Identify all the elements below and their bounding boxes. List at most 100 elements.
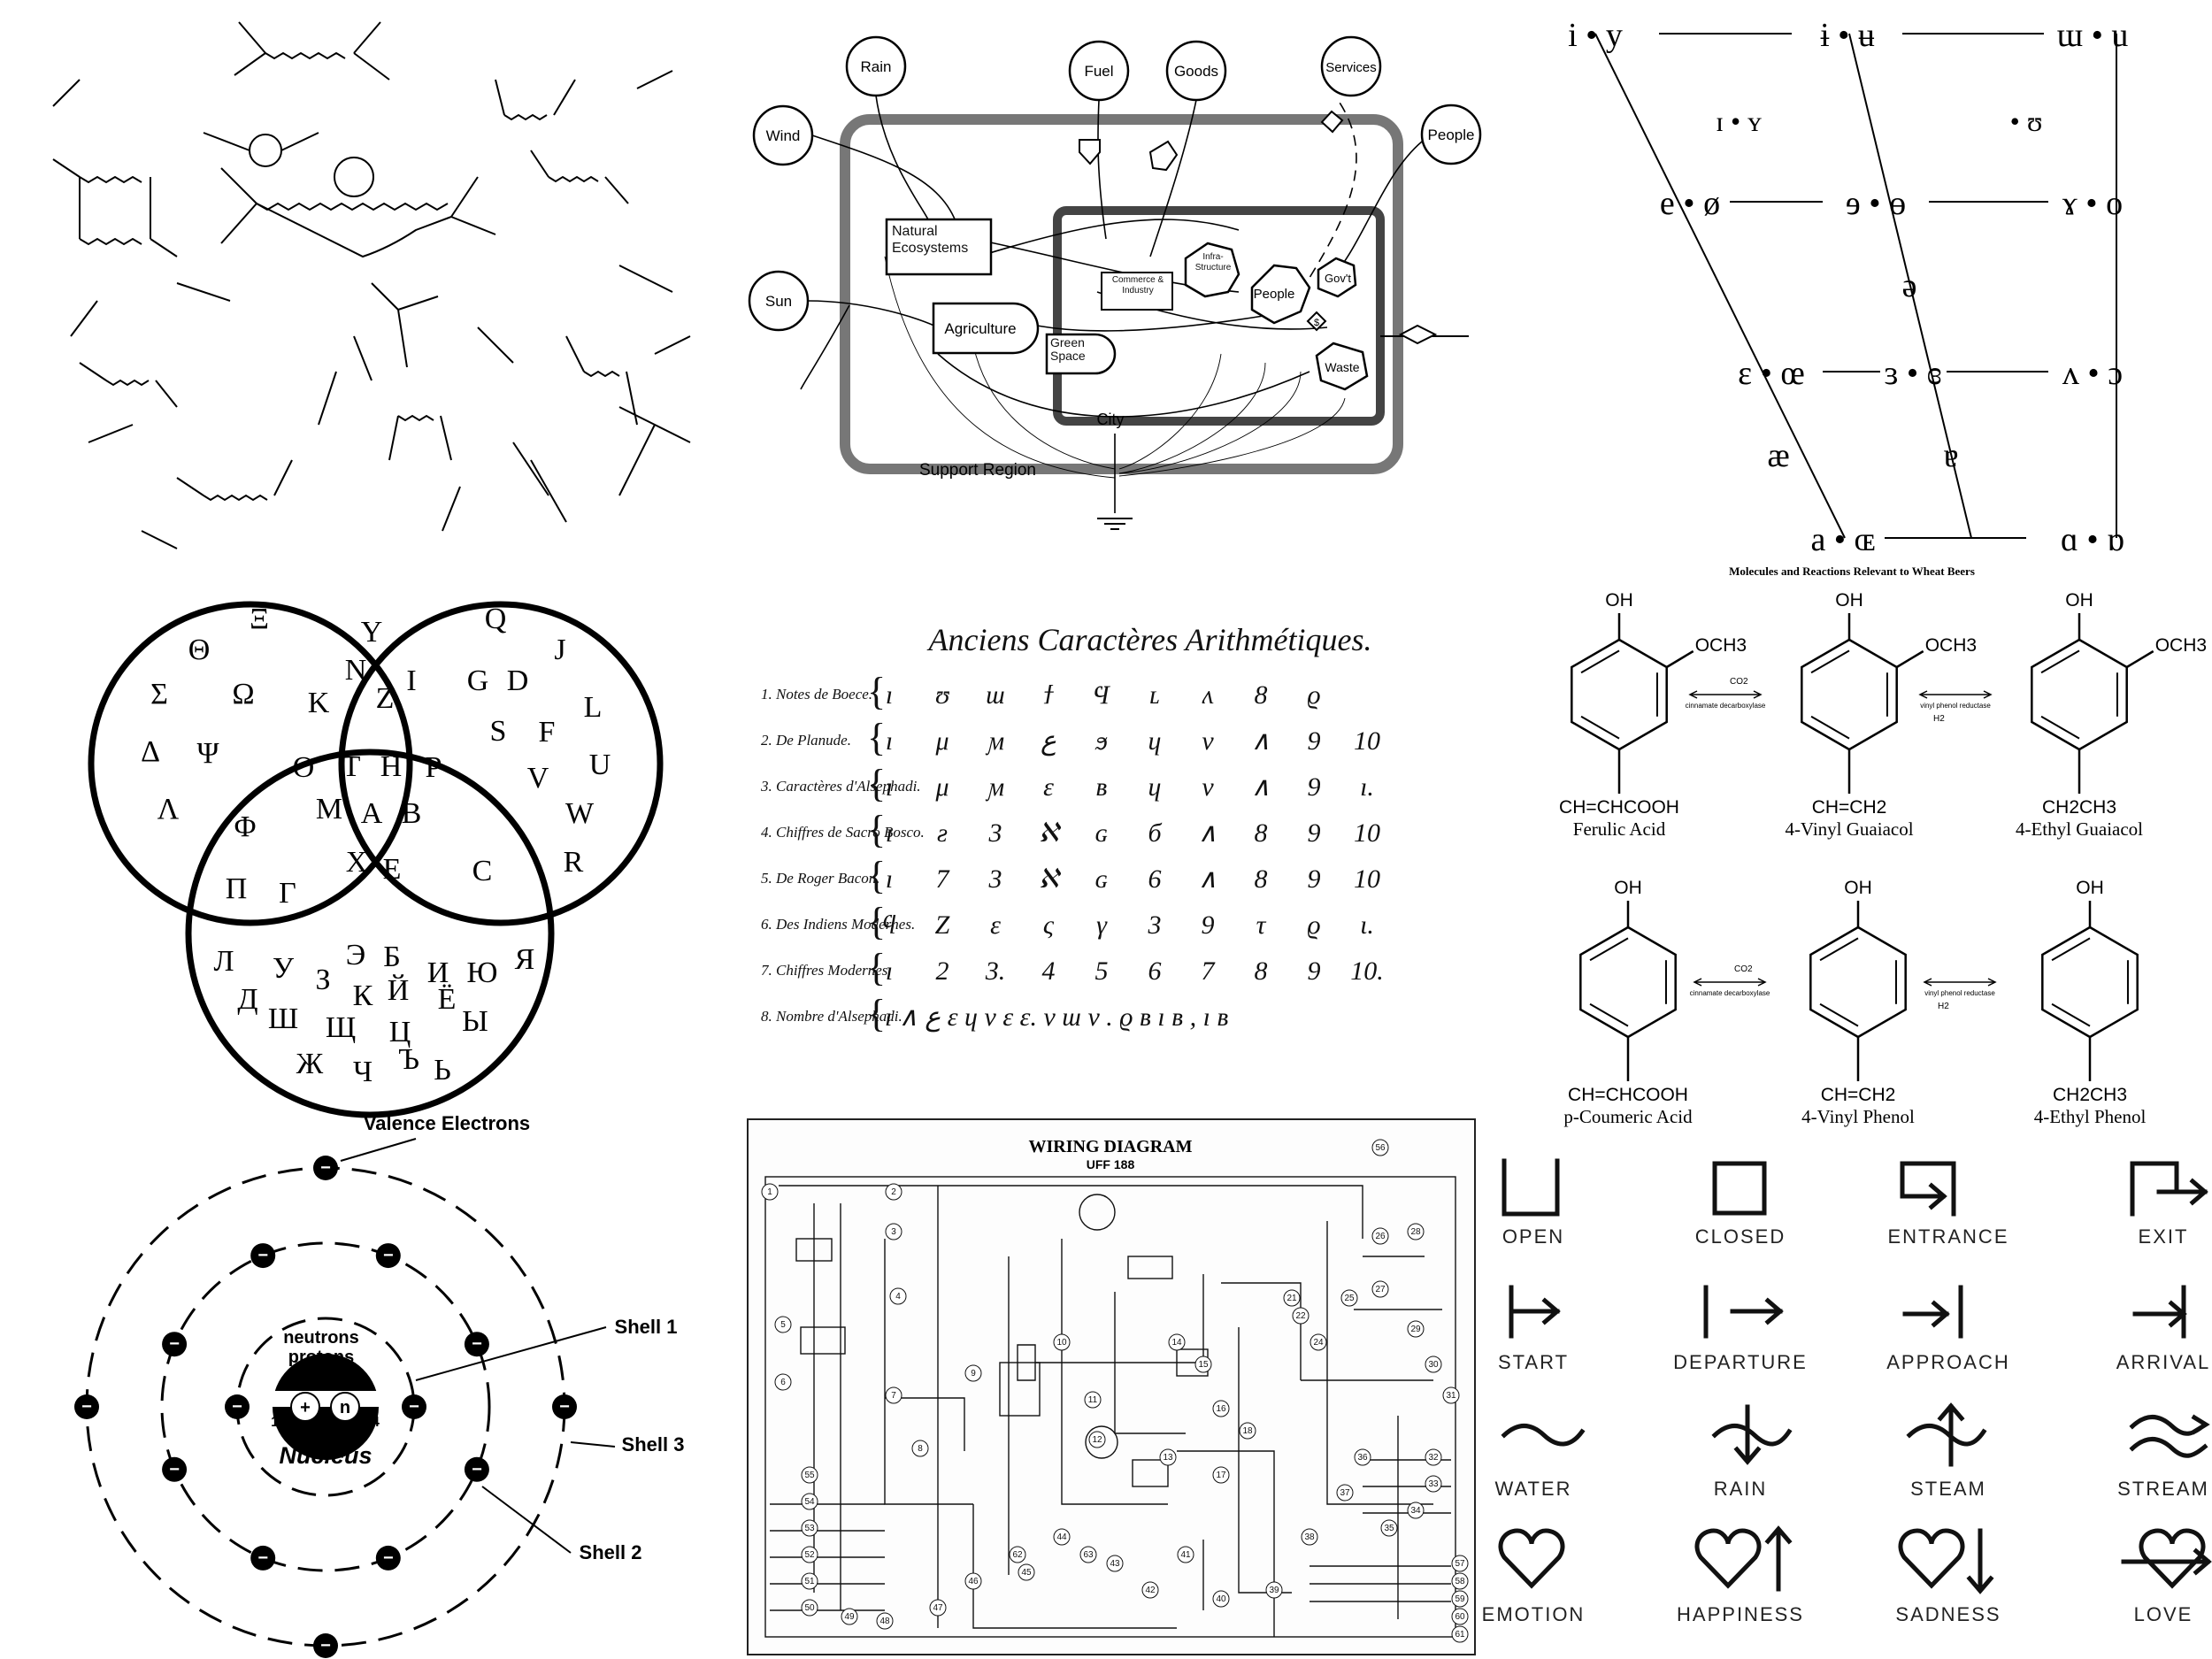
- wiring-node: [1407, 1223, 1425, 1240]
- natural-ecosystems-label: Natural Ecosystems: [892, 224, 969, 256]
- oh-label: OH: [1605, 590, 1633, 611]
- shell-2: [160, 1241, 491, 1572]
- venn-letter: Э: [346, 939, 365, 972]
- venn-letter: Я: [515, 943, 535, 976]
- people-node-label: People: [1254, 287, 1295, 302]
- arith-brace: {: [867, 900, 886, 943]
- h2-label: H2: [1938, 1002, 1949, 1011]
- benzene-ring: [1809, 926, 1907, 1039]
- arith-glyph: ʌ: [1202, 680, 1214, 710]
- co2-label: CO2: [1730, 677, 1748, 687]
- valence-label: Valence Electrons: [364, 1112, 530, 1134]
- venn-letter: H: [380, 750, 403, 783]
- vowel-row5-central: ɜ • ɞ: [1884, 355, 1941, 392]
- arith-glyph: ℵ: [1039, 864, 1062, 894]
- entrance-icon: [1900, 1161, 1956, 1217]
- wiring-number: 38: [1304, 1532, 1315, 1542]
- infrastructure-label: Infra-Structure: [1194, 252, 1232, 273]
- venn-letter: I: [406, 664, 416, 697]
- agriculture-label: Agriculture: [944, 320, 1016, 337]
- arith-glyph: б: [1148, 818, 1162, 848]
- symbol-label: DEPARTURE: [1673, 1351, 1808, 1373]
- vowel-row1-front: i • y: [1568, 17, 1623, 54]
- rain-label: Rain: [861, 58, 892, 75]
- arith-glyph: ɯ: [986, 680, 1005, 710]
- wiring-node: [1451, 1625, 1469, 1643]
- venn-letter: Ъ: [398, 1043, 419, 1076]
- wiring-number: 37: [1340, 1488, 1350, 1498]
- arith-glyph: ɥ: [1148, 772, 1162, 802]
- benzene-ring: [1571, 638, 1668, 751]
- venn-letter: Z: [376, 682, 395, 715]
- emotion-icon: [1498, 1528, 1565, 1589]
- wiring-number: 14: [1171, 1338, 1182, 1348]
- arith-row-label: 7. Chiffres Modernes.: [761, 962, 892, 979]
- venn-letter: Б: [383, 941, 401, 973]
- wiring-node: [889, 1287, 907, 1305]
- wiring-number: 62: [1012, 1550, 1023, 1560]
- venn-letter: Ω: [232, 678, 254, 710]
- electron-sign: −: [409, 1397, 419, 1417]
- wiring-number: 49: [844, 1612, 855, 1622]
- symbol-label: STREAM: [2117, 1478, 2209, 1500]
- molecule-name: p-Coumeric Acid: [1563, 1106, 1693, 1127]
- venn-letter: W: [565, 797, 595, 830]
- wiring-node: [1053, 1333, 1071, 1351]
- venn-letter: И: [427, 956, 449, 989]
- arith-glyph: 5: [1095, 956, 1109, 986]
- people-node: [1250, 264, 1311, 325]
- wiring-node: [774, 1316, 792, 1333]
- approach-icon: [1902, 1285, 1963, 1339]
- steam-icon: [1906, 1402, 1987, 1467]
- city-label: City: [1097, 411, 1125, 428]
- vowel-row7-front: a • ɶ: [1810, 521, 1875, 558]
- electron-sign: −: [169, 1334, 180, 1354]
- wiring-node: [841, 1608, 858, 1625]
- oh-label: OH: [1844, 878, 1872, 898]
- wiring-node: [1088, 1431, 1106, 1448]
- cyrillic-circle: [185, 749, 555, 1118]
- arith-glyph: ∧: [1198, 864, 1217, 894]
- wiring-number: 12: [1092, 1435, 1102, 1445]
- wiring-number: 33: [1428, 1479, 1439, 1489]
- wiring-node: [1079, 1546, 1097, 1563]
- water-icon: [1501, 1424, 1586, 1447]
- molecule-name: Ferulic Acid: [1573, 818, 1666, 840]
- side-chain: CH=CH2: [1812, 797, 1887, 818]
- wiring-number: 55: [804, 1471, 815, 1480]
- arith-glyph: 3.: [985, 956, 1006, 986]
- venn-letter: K: [308, 687, 330, 719]
- arith-glyph: 10: [1354, 726, 1380, 756]
- wiring-number: 17: [1216, 1471, 1226, 1480]
- wiring-node: [876, 1612, 894, 1630]
- nucleus-label: Nucleus: [279, 1442, 372, 1469]
- wiring-node: [929, 1599, 947, 1617]
- arith-brace: {: [867, 808, 886, 851]
- wiring-node: [885, 1386, 902, 1404]
- wiring-number: 51: [804, 1577, 815, 1586]
- wiring-node: [774, 1373, 792, 1391]
- arith-glyph: ∧: [1198, 818, 1217, 848]
- wiring-node: [1451, 1555, 1469, 1572]
- och3-label: OCH3: [1695, 635, 1747, 656]
- venn-letter: U: [589, 749, 611, 781]
- venn-letter: O: [293, 751, 315, 784]
- molecule-name: 4-Ethyl Phenol: [2034, 1106, 2147, 1127]
- wiring-number: 2: [891, 1187, 896, 1197]
- wiring-number: 35: [1384, 1524, 1394, 1533]
- neutrons-label: neutrons: [283, 1328, 359, 1348]
- arith-glyph: 8: [1255, 818, 1268, 848]
- arith-glyph: ı.: [1360, 772, 1374, 802]
- goods-label: Goods: [1174, 63, 1218, 80]
- wiring-node: [964, 1572, 982, 1590]
- venn-letter: Л: [213, 945, 234, 978]
- vowel-row5-front: ɛ • œ: [1738, 355, 1805, 392]
- arith-glyph: 2: [936, 956, 949, 986]
- wiring-number: 8: [918, 1444, 923, 1454]
- benzene-ring: [2031, 638, 2128, 751]
- city-box: [1053, 206, 1385, 426]
- wiring-number: 6: [780, 1378, 786, 1387]
- govt-node: [1317, 257, 1357, 298]
- neutron-symbol: n: [340, 1398, 350, 1417]
